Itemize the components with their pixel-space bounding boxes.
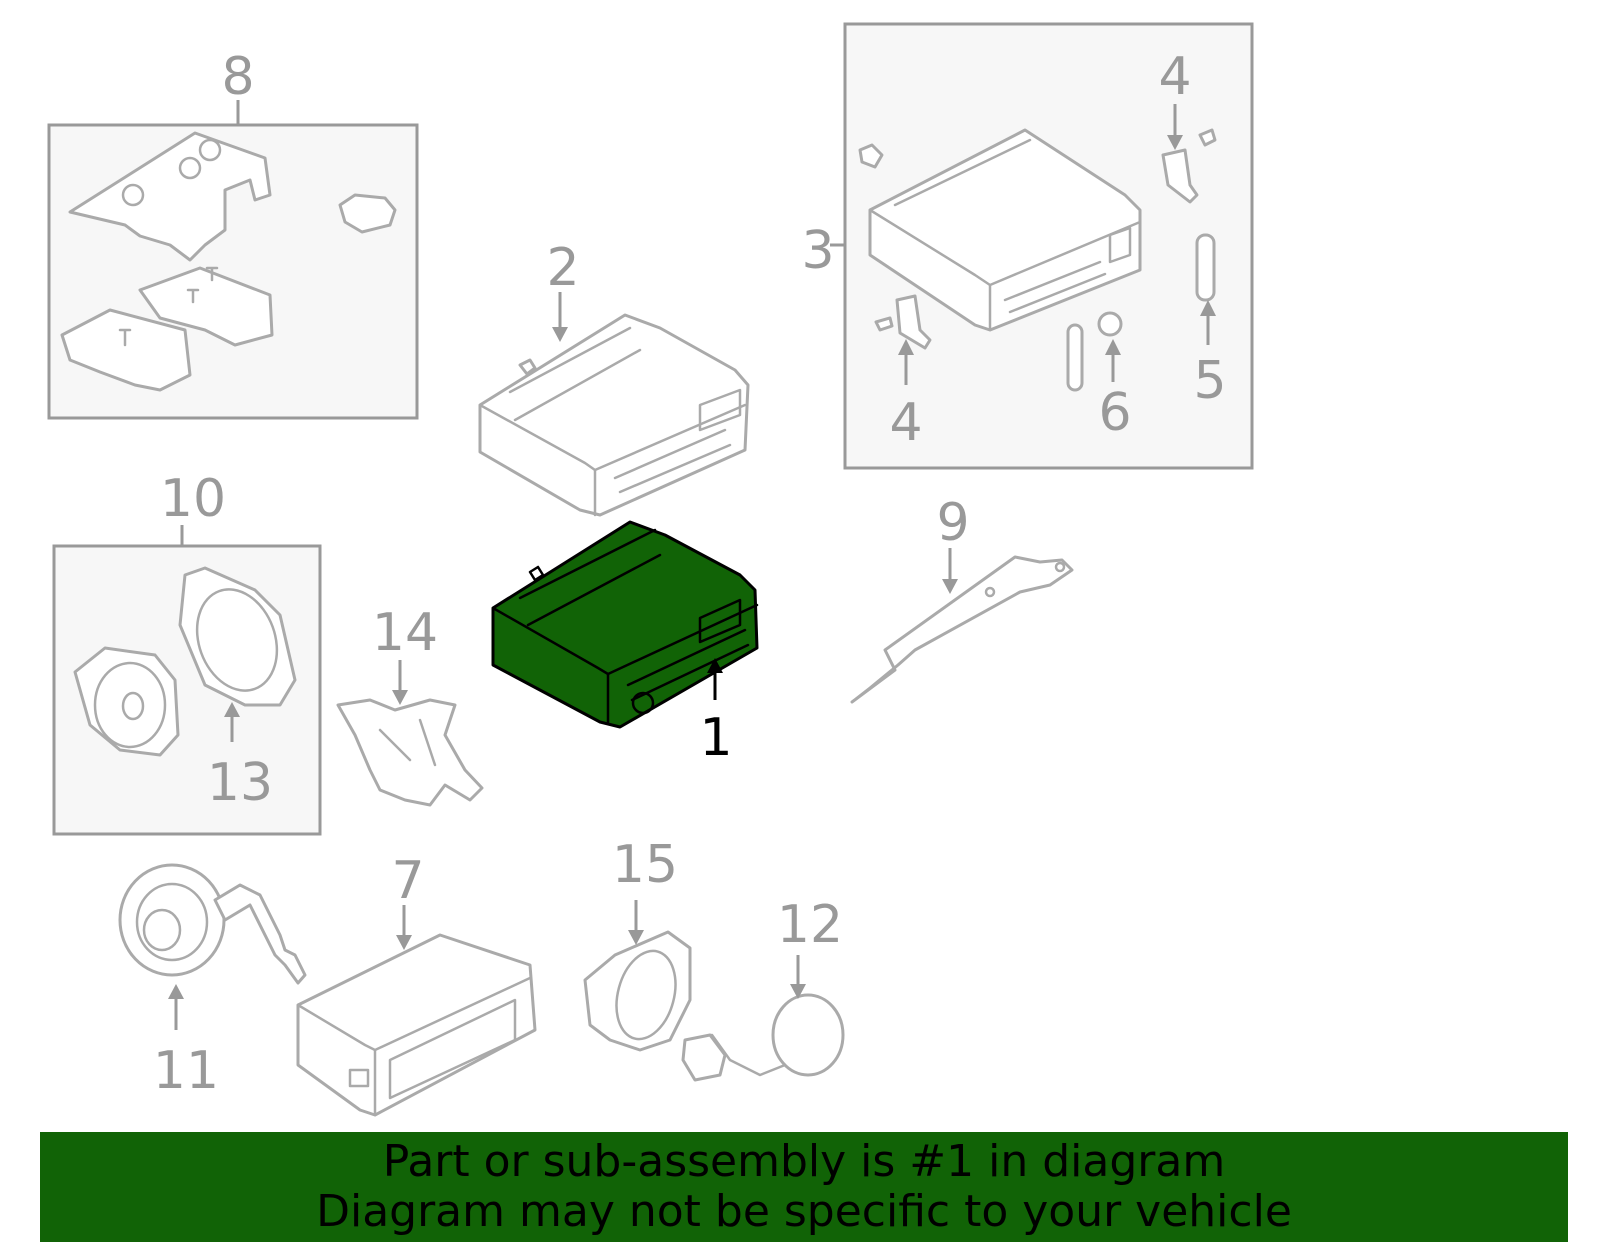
callout-10: 10 <box>160 469 226 529</box>
callout-3: 3 <box>801 221 834 281</box>
banner-line-disclaimer: Diagram may not be specific to your vehi… <box>316 1186 1292 1237</box>
callout-4-bottom: 4 <box>889 393 922 453</box>
part-1-body <box>491 520 759 729</box>
part-12-tweeter <box>681 955 845 1082</box>
part-9-bracket <box>850 548 1074 704</box>
part-7-pocket <box>296 905 537 1117</box>
callout-5: 5 <box>1193 351 1226 411</box>
part-2-radio <box>478 292 750 517</box>
callout-9: 9 <box>936 493 969 553</box>
banner-line-part: Part or sub-assembly is #1 in diagram <box>382 1136 1226 1187</box>
callout-13: 13 <box>207 753 273 813</box>
info-banner: Part or sub-assembly is #1 in diagram Di… <box>40 1132 1568 1242</box>
callout-4-top: 4 <box>1158 47 1191 107</box>
callout-7: 7 <box>391 851 424 911</box>
part-14-pad <box>336 660 484 807</box>
callout-15: 15 <box>612 835 678 895</box>
group-box-3 <box>830 22 1254 470</box>
callout-1: 1 <box>699 708 732 768</box>
group-box-10 <box>52 525 322 836</box>
callout-11: 11 <box>153 1041 219 1101</box>
part-15-bezel <box>583 900 692 1052</box>
part-1-radio-highlighted <box>491 520 759 729</box>
banner-background <box>40 1132 1568 1242</box>
callout-12: 12 <box>777 895 843 955</box>
callout-6: 6 <box>1098 383 1131 443</box>
part-11-speaker <box>118 863 307 1030</box>
callout-8: 8 <box>221 47 254 107</box>
group-box-8 <box>47 100 419 420</box>
callout-2: 2 <box>546 238 579 298</box>
callout-14: 14 <box>372 603 438 663</box>
